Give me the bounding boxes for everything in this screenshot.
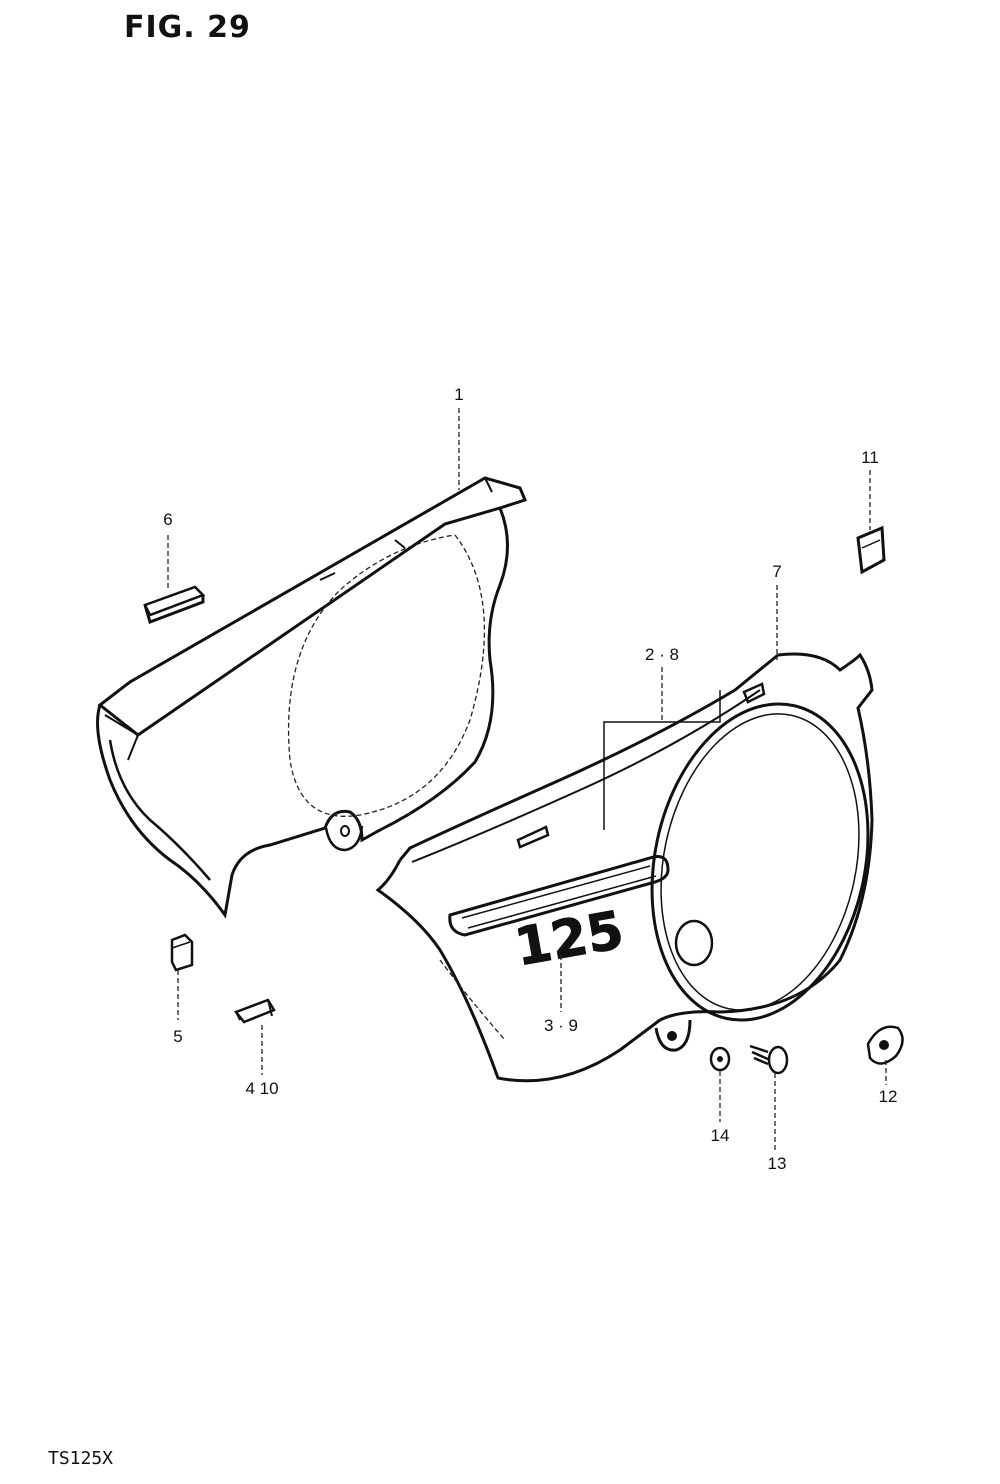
part-5-cushion	[170, 933, 194, 972]
callout-6: 6	[163, 510, 173, 529]
stripe-decal	[448, 855, 670, 937]
part-11-pad	[856, 525, 886, 575]
part-1-left-frame-cover	[96, 476, 528, 919]
part-7-right-frame-cover	[375, 652, 874, 1083]
callout-11: 11	[861, 448, 879, 467]
callout-4-10: 4 10	[245, 1079, 279, 1098]
callout-2-8: 2 · 8	[644, 645, 680, 664]
callout-1: 1	[454, 385, 464, 404]
part-14-washer	[709, 1046, 731, 1072]
callout-14: 14	[710, 1126, 730, 1145]
part-12-grommet	[866, 1025, 904, 1065]
leader-lines	[167, 408, 887, 1150]
callout-7: 7	[772, 562, 782, 581]
callout-5: 5	[173, 1027, 183, 1046]
model-code-label: TS125X	[48, 1448, 114, 1469]
callout-13: 13	[767, 1154, 787, 1173]
figure-title: FIG. 29	[124, 10, 251, 45]
callout-12: 12	[878, 1087, 898, 1106]
part-10-clip	[233, 998, 276, 1024]
callout-3-9: 3 · 9	[543, 1016, 579, 1035]
part-13-screw	[749, 1044, 789, 1075]
callout-bracket-2-8	[603, 690, 721, 830]
part-6-cushion	[143, 585, 206, 624]
